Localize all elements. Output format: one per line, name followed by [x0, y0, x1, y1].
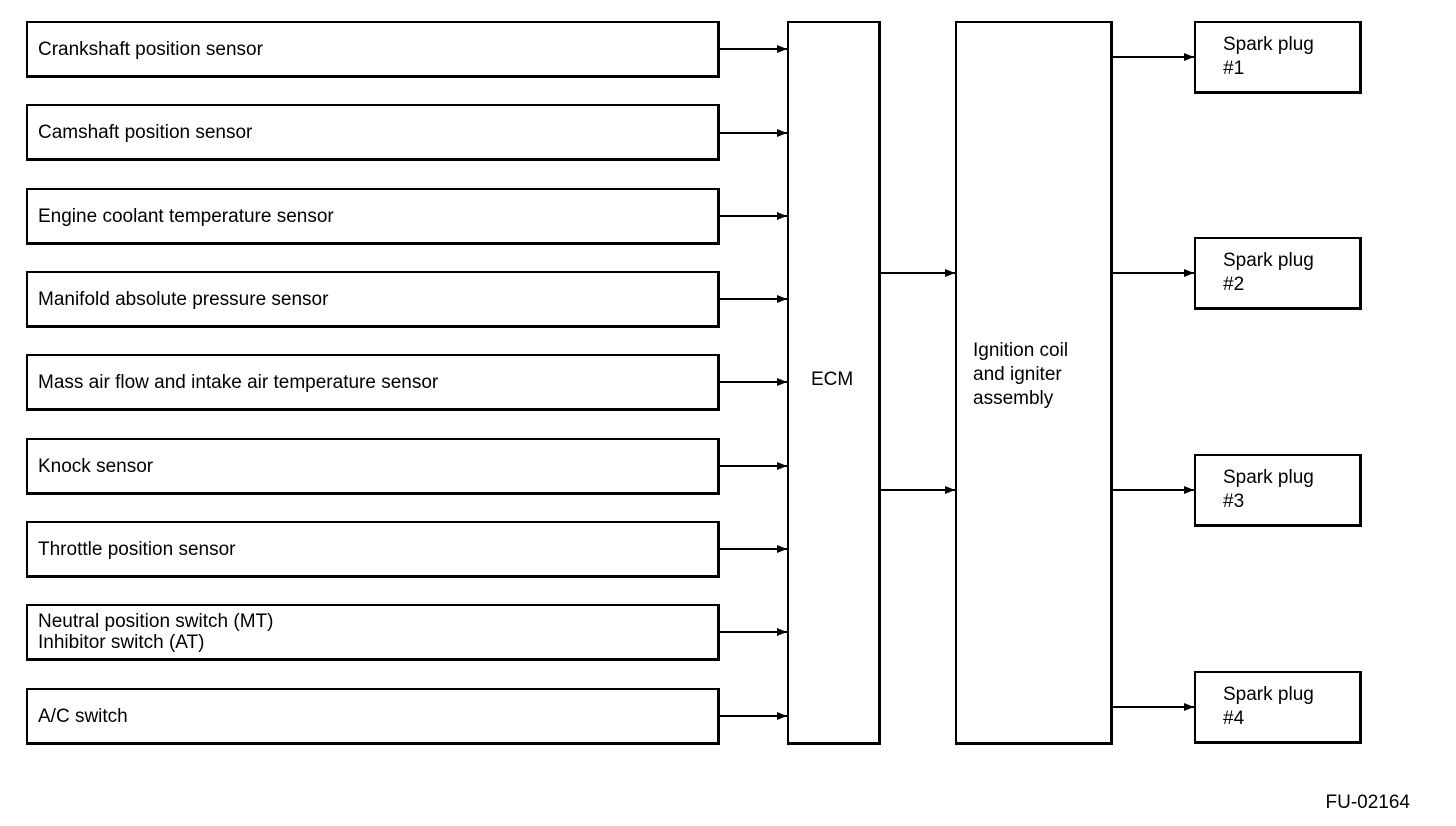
input-box-mass-air-flow-sensor: Mass air flow and intake air temperature… — [26, 354, 720, 411]
ecm-label: ECM — [811, 369, 854, 390]
igniter-label: Ignition coil and igniter assembly — [973, 340, 1069, 409]
input-label: Camshaft position sensor — [38, 121, 253, 143]
input-box-manifold-absolute-pressure-sensor: Manifold absolute pressure sensor — [26, 271, 720, 328]
igniter-box: Ignition coil and igniter assembly — [955, 21, 1113, 745]
input-label: Knock sensor — [38, 455, 154, 477]
figure-code: FU-02164 — [1325, 792, 1411, 813]
input-label: Neutral position switch (MT) Inhibitor s… — [38, 611, 274, 653]
input-box-throttle-position-sensor: Throttle position sensor — [26, 521, 720, 578]
input-label: A/C switch — [38, 705, 128, 727]
output-label: Spark plug #2 — [1223, 250, 1314, 295]
output-box-spark-plug-2: Spark plug #2 — [1194, 237, 1362, 310]
input-label: Engine coolant temperature sensor — [38, 205, 334, 227]
output-box-spark-plug-1: Spark plug #1 — [1194, 21, 1362, 94]
output-box-spark-plug-4: Spark plug #4 — [1194, 671, 1362, 744]
input-label: Mass air flow and intake air temperature… — [38, 371, 439, 393]
input-box-neutral-inhibitor-switch: Neutral position switch (MT) Inhibitor s… — [26, 604, 720, 661]
output-label: Spark plug #4 — [1223, 684, 1314, 729]
output-label: Spark plug #3 — [1223, 467, 1314, 512]
input-label: Crankshaft position sensor — [38, 38, 263, 60]
input-label: Throttle position sensor — [38, 538, 236, 560]
input-box-engine-coolant-temperature-sensor: Engine coolant temperature sensor — [26, 188, 720, 245]
input-box-camshaft-position-sensor: Camshaft position sensor — [26, 104, 720, 161]
input-label: Manifold absolute pressure sensor — [38, 288, 329, 310]
input-box-knock-sensor: Knock sensor — [26, 438, 720, 495]
input-box-ac-switch: A/C switch — [26, 688, 720, 745]
ecm-box: ECM — [787, 21, 881, 745]
output-label: Spark plug #1 — [1223, 34, 1314, 79]
output-box-spark-plug-3: Spark plug #3 — [1194, 454, 1362, 527]
input-box-crankshaft-position-sensor: Crankshaft position sensor — [26, 21, 720, 78]
